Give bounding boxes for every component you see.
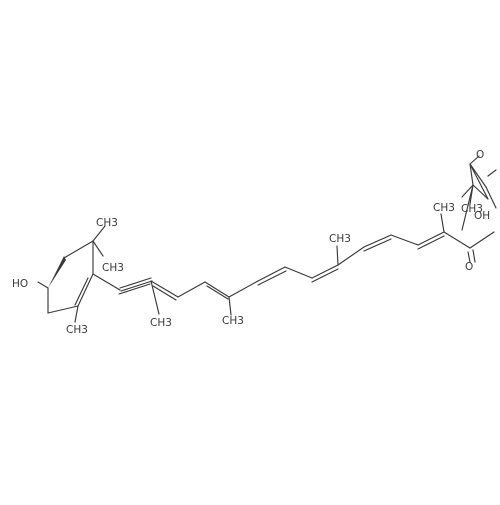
bond: [336, 245, 339, 266]
bond: [461, 184, 474, 231]
bond: [417, 231, 445, 246]
carbonyl-bond: [467, 251, 471, 263]
hydroxyl-left-label: HO: [12, 278, 28, 290]
epoxide-bond: [469, 155, 480, 165]
bond: [472, 184, 489, 200]
bond: [443, 231, 471, 249]
double-bond-inner: [152, 285, 177, 301]
bond: [469, 163, 487, 188]
left-ring: [37, 225, 106, 323]
bond: [440, 213, 445, 233]
triple-bond: [120, 280, 153, 292]
bond: [47, 305, 79, 314]
carbonyl-bond: [472, 249, 476, 263]
bond: [150, 280, 160, 315]
ketone-oxygen-label: O: [465, 261, 473, 273]
bond: [63, 240, 94, 259]
epoxide-oxygen-label: O: [476, 149, 484, 161]
atom-labels: HO CH3 CH3 CH3 CH3 CH3 CH3 CH3 O O CH3 O…: [12, 149, 490, 336]
bond: [469, 163, 474, 186]
methyl-label: CH3: [329, 233, 351, 245]
bond: [177, 281, 206, 298]
bond: [92, 240, 104, 257]
bond: [485, 186, 497, 209]
polyene-chain: [92, 213, 495, 316]
bond: [228, 280, 259, 298]
methyl-label: CH3: [150, 317, 172, 329]
methyl-label: CH3: [461, 203, 483, 215]
bond: [363, 234, 392, 248]
bond: [92, 273, 121, 291]
bond: [469, 231, 495, 249]
methyl-label: CH3: [102, 262, 124, 274]
bond: [77, 273, 94, 307]
methyl-label: CH3: [222, 315, 244, 327]
methyl-label: CH3: [433, 202, 455, 214]
bond: [74, 305, 79, 323]
bond: [92, 225, 106, 242]
bond: [390, 234, 419, 246]
double-bond-inner: [206, 285, 229, 300]
triple-bond: [118, 283, 151, 295]
bond: [469, 163, 489, 200]
bond: [461, 184, 474, 198]
methyl-label: CH3: [96, 217, 118, 229]
double-bond-inner: [311, 268, 339, 283]
bond: [284, 266, 313, 279]
bond: [204, 281, 230, 298]
triple-bond: [119, 277, 152, 289]
methyl-label: CH3: [66, 324, 88, 336]
epoxide-bond: [487, 169, 497, 177]
bond: [337, 246, 365, 266]
double-bond-inner: [363, 238, 392, 252]
right-ring: [461, 155, 497, 231]
bond: [150, 280, 179, 298]
bond: [257, 266, 286, 282]
double-bond-inner: [74, 277, 89, 306]
wedge-bond: [48, 256, 66, 288]
bond: [37, 281, 49, 289]
hydroxyl-right-label: OH: [474, 210, 490, 222]
double-bond-inner: [257, 270, 287, 286]
bond: [469, 184, 474, 205]
bond: [228, 296, 232, 316]
bond: [311, 264, 339, 279]
double-bond-inner: [417, 235, 445, 250]
